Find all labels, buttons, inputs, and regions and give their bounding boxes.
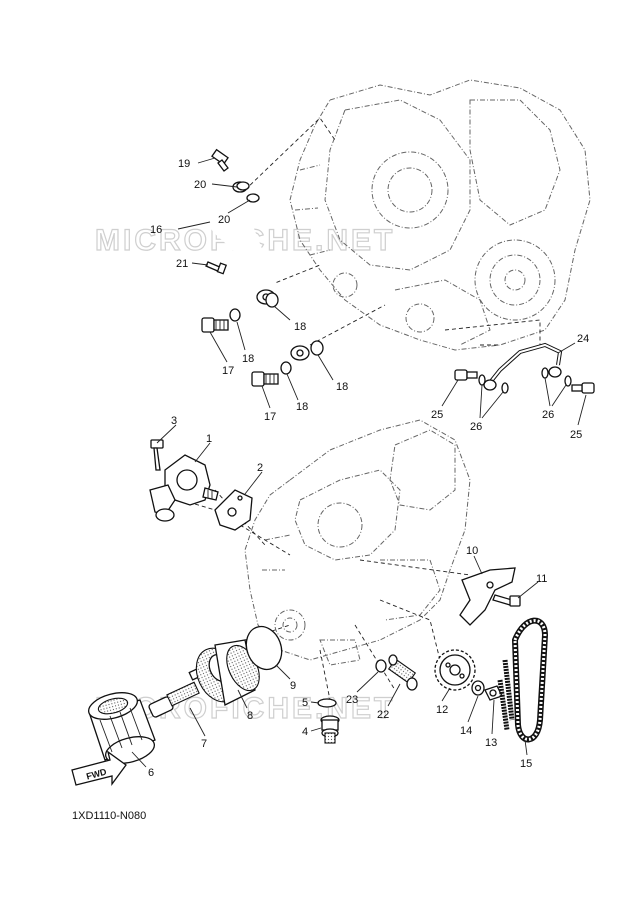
callout-20b: 20 (218, 214, 230, 226)
oil-pump-chain-15 (497, 617, 549, 743)
drain-plug-4 (320, 715, 340, 744)
pump-sprocket-12 (434, 649, 476, 691)
callout-18d: 18 (296, 401, 308, 413)
union-bolt-19 (211, 148, 229, 172)
callout-21: 21 (176, 258, 188, 270)
shaft-22 (387, 654, 418, 691)
callout-3: 3 (171, 415, 177, 427)
callout-18a: 18 (294, 321, 306, 333)
callout-numbers: 19 20 20 16 21 18 18 18 18 17 17 24 25 2… (148, 158, 589, 779)
gasket-18c (310, 340, 324, 356)
callout-7: 7 (201, 738, 207, 750)
union-bolt-17a (201, 317, 229, 333)
forward-direction-marker: FWD (71, 750, 127, 786)
leader-lines (131, 157, 587, 768)
gasket-2 (214, 489, 253, 531)
callout-1: 1 (206, 433, 212, 445)
callout-5: 5 (302, 697, 308, 709)
bracket-10 (459, 567, 516, 626)
callout-19: 19 (178, 158, 190, 170)
callout-16: 16 (150, 224, 162, 236)
bolt-3 (150, 439, 164, 471)
callout-11: 11 (536, 573, 547, 585)
callout-15: 15 (520, 758, 532, 770)
upper-crankcase-outline (289, 79, 591, 351)
callout-26a: 26 (470, 421, 482, 433)
o-ring-23 (375, 659, 387, 673)
nut-14 (471, 680, 485, 696)
callout-17b: 17 (264, 411, 276, 423)
upper-connection-lines (244, 117, 541, 346)
gasket-26b (501, 382, 509, 394)
bolt-11 (492, 594, 521, 607)
gasket-26c (541, 367, 549, 379)
callout-23: 23 (346, 694, 358, 706)
oil-filter-6 (88, 692, 156, 764)
callout-25b: 25 (570, 429, 582, 441)
diagram-code: 1XD1110-N080 (72, 810, 146, 822)
callout-10: 10 (466, 545, 478, 557)
callout-14: 14 (460, 725, 472, 737)
callout-17a: 17 (222, 365, 234, 377)
callout-26b: 26 (542, 409, 554, 421)
callout-22: 22 (377, 709, 389, 721)
gasket-18b (229, 308, 241, 322)
callout-20a: 20 (194, 179, 206, 191)
gasket-26d (564, 375, 572, 387)
callout-4: 4 (302, 726, 308, 738)
callout-25a: 25 (431, 409, 443, 421)
oil-pump-1 (149, 454, 219, 522)
callout-9: 9 (290, 680, 296, 692)
union-bolt-17b (251, 371, 279, 387)
oil-pipe-24 (483, 342, 563, 391)
callout-12: 12 (436, 704, 448, 716)
callout-13: 13 (485, 737, 497, 749)
bolt-25a (454, 369, 478, 381)
gasket-26a (478, 374, 486, 386)
gasket-5 (317, 698, 337, 708)
callout-8: 8 (247, 710, 253, 722)
gasket-18d (280, 361, 292, 375)
callout-18c: 18 (336, 381, 348, 393)
callout-24: 24 (577, 333, 589, 345)
callout-18b: 18 (242, 353, 254, 365)
bolt-25b (571, 382, 595, 394)
callout-2: 2 (257, 462, 263, 474)
callout-6: 6 (148, 767, 154, 779)
gasket-18a (265, 292, 279, 308)
bolt-21 (205, 261, 228, 275)
gasket-20a (236, 181, 250, 191)
o-ring-9 (245, 625, 283, 671)
lower-crankcase-outline (244, 419, 471, 666)
washer-13 (484, 685, 503, 701)
